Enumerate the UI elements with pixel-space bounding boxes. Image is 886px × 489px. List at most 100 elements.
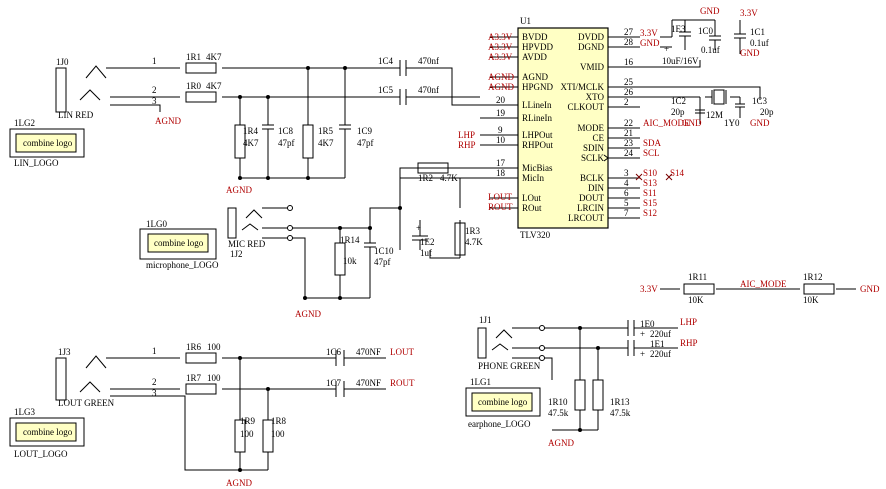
svg-text:1uf: 1uf — [420, 248, 432, 258]
net-rout: ROUT — [488, 202, 513, 212]
svg-text:LIN RED: LIN RED — [58, 110, 94, 120]
u1-pin-label-right: DGND — [578, 42, 604, 52]
u1-body — [517, 27, 609, 229]
svg-text:1E0: 1E0 — [640, 319, 655, 329]
u1-pin-label-right: XTI/MCLK — [561, 82, 605, 92]
lin-junction-dots — [238, 66, 347, 180]
dvdd-3v3-label: 3.3V — [640, 28, 658, 38]
lout-pin-3: 3 — [152, 388, 157, 398]
resistor-1r8: 1R8 100 — [262, 416, 287, 453]
logo-1lg2: 1LG2 combine logo LIN_LOGO — [9, 118, 85, 168]
cap-1c4: 1C4 470nf — [378, 56, 439, 76]
no-connect-x-icons — [635, 173, 673, 181]
net-s10: S10 — [643, 168, 658, 178]
pin-19: 19 — [496, 108, 506, 118]
logo-1lg0: 1LG0 combine logo microphone_LOGO — [139, 219, 219, 270]
u1-left-pins: BVDDHPVDDAVDDAGNDHPGNDLLineInRLineInLHPO… — [522, 32, 554, 213]
decoup-gnd-label: GND — [700, 6, 720, 16]
pin-28: 28 — [624, 37, 634, 47]
lout-pin-2: 2 — [152, 377, 157, 387]
svg-text:100: 100 — [240, 429, 254, 439]
u1-pin-label-right: BCLK — [580, 173, 605, 183]
svg-text:1LG1: 1LG1 — [470, 377, 491, 387]
svg-text:LIN_LOGO: LIN_LOGO — [14, 158, 59, 168]
svg-text:combine logo: combine logo — [478, 397, 528, 407]
svg-text:10uF/16V: 10uF/16V — [662, 56, 699, 66]
pin-27: 27 — [624, 27, 634, 37]
cap-1c7: 1C7 470NF — [326, 378, 381, 397]
u1-pin-label-left: BVDD — [522, 32, 548, 42]
decoupling-wires — [660, 19, 716, 48]
pin-16: 16 — [624, 57, 634, 67]
cap-1c8: 1C8 47pf — [262, 124, 295, 148]
svg-text:47.5k: 47.5k — [548, 408, 569, 418]
svg-text:1R7: 1R7 — [186, 373, 202, 383]
lin-pin-3: 3 — [152, 96, 157, 106]
resistor-1r10: 1R10 47.5k — [548, 379, 586, 418]
svg-text:LOUT_LOGO: LOUT_LOGO — [14, 449, 68, 459]
net-agnd-1: AGND — [488, 72, 514, 82]
svg-text:combine logo: combine logo — [23, 427, 73, 437]
c1-gnd-label: GND — [740, 48, 760, 58]
cap-1e0: 1E0 220uf + — [627, 319, 671, 339]
resistor-1r2: 1R2 4.7K — [417, 162, 458, 183]
svg-text:1R14: 1R14 — [340, 235, 360, 245]
cap-1c0: 1C0 0.1uf — [698, 26, 721, 55]
resistor-1r9: 1R9 100 — [234, 416, 256, 453]
svg-text:470NF: 470NF — [356, 378, 381, 388]
svg-text:1R11: 1R11 — [688, 272, 707, 282]
svg-text:0.1uf: 0.1uf — [750, 38, 769, 48]
lout-junction-dots — [238, 356, 270, 472]
svg-text:1R3: 1R3 — [465, 226, 481, 236]
u1-part: TLV320 — [520, 230, 551, 240]
svg-text:1R8: 1R8 — [271, 416, 287, 426]
resistor-1r3: 1R3 4.7K — [454, 222, 483, 256]
lhp-net-label: LHP — [680, 317, 697, 327]
svg-text:100: 100 — [271, 429, 285, 439]
svg-text:4.7K: 4.7K — [465, 237, 483, 247]
svg-text:combine logo: combine logo — [23, 138, 73, 148]
u1-pin-label-left: LHPOut — [522, 130, 553, 140]
pin-3: 3 — [624, 168, 629, 178]
u1-pin-label-right: CLKOUT — [568, 102, 605, 112]
u1-pin-label-right: DVDD — [578, 32, 604, 42]
pin-21: 21 — [624, 128, 633, 138]
svg-text:1J1: 1J1 — [479, 315, 492, 325]
svg-text:1C1: 1C1 — [750, 27, 765, 37]
svg-text:LOUT GREEN: LOUT GREEN — [58, 398, 115, 408]
svg-text:+: + — [640, 329, 645, 339]
resistor-1r4: 1R4 4K7 — [234, 124, 259, 159]
cap-1e2: + 1E2 1uf — [412, 220, 435, 258]
svg-text:1R9: 1R9 — [240, 416, 256, 426]
pin-18: 18 — [496, 168, 506, 178]
pin-24: 24 — [624, 148, 634, 158]
u1-pin-label-right: MODE — [578, 123, 605, 133]
cap-1c5: 1C5 470nf — [378, 85, 439, 105]
svg-text:1C9: 1C9 — [357, 126, 373, 136]
svg-text:100: 100 — [207, 342, 221, 352]
svg-text:GND: GND — [682, 118, 702, 128]
line-in-wires — [106, 67, 480, 179]
lin-agnd-2: AGND — [226, 185, 252, 195]
net-rhp: RHP — [458, 140, 476, 150]
phone-junction-dots — [578, 326, 600, 432]
pin-25: 25 — [624, 77, 634, 87]
svg-text:+: + — [664, 44, 669, 54]
svg-text:1E3: 1E3 — [671, 24, 686, 34]
svg-text:earphone_LOGO: earphone_LOGO — [468, 419, 531, 429]
pin-17: 17 — [496, 158, 506, 168]
svg-text:1R1: 1R1 — [186, 52, 201, 62]
u1-pin-label-left: MicBias — [522, 163, 553, 173]
svg-text:20p: 20p — [671, 107, 685, 117]
net-a33v-avdd: A3.3V — [488, 52, 513, 62]
net-scl: SCL — [643, 148, 660, 158]
phone-wires — [512, 327, 678, 431]
lout-pin-1: 1 — [152, 346, 157, 356]
svg-text:4K7: 4K7 — [206, 52, 222, 62]
resistor-1r12: 1R12 10K — [803, 272, 835, 305]
resistor-1r1: 1R1 4K7 — [185, 52, 222, 74]
pin-26: 26 — [624, 87, 634, 97]
u1-pin-label-left: RLineIn — [522, 113, 552, 123]
svg-text:1C4: 1C4 — [378, 56, 394, 66]
